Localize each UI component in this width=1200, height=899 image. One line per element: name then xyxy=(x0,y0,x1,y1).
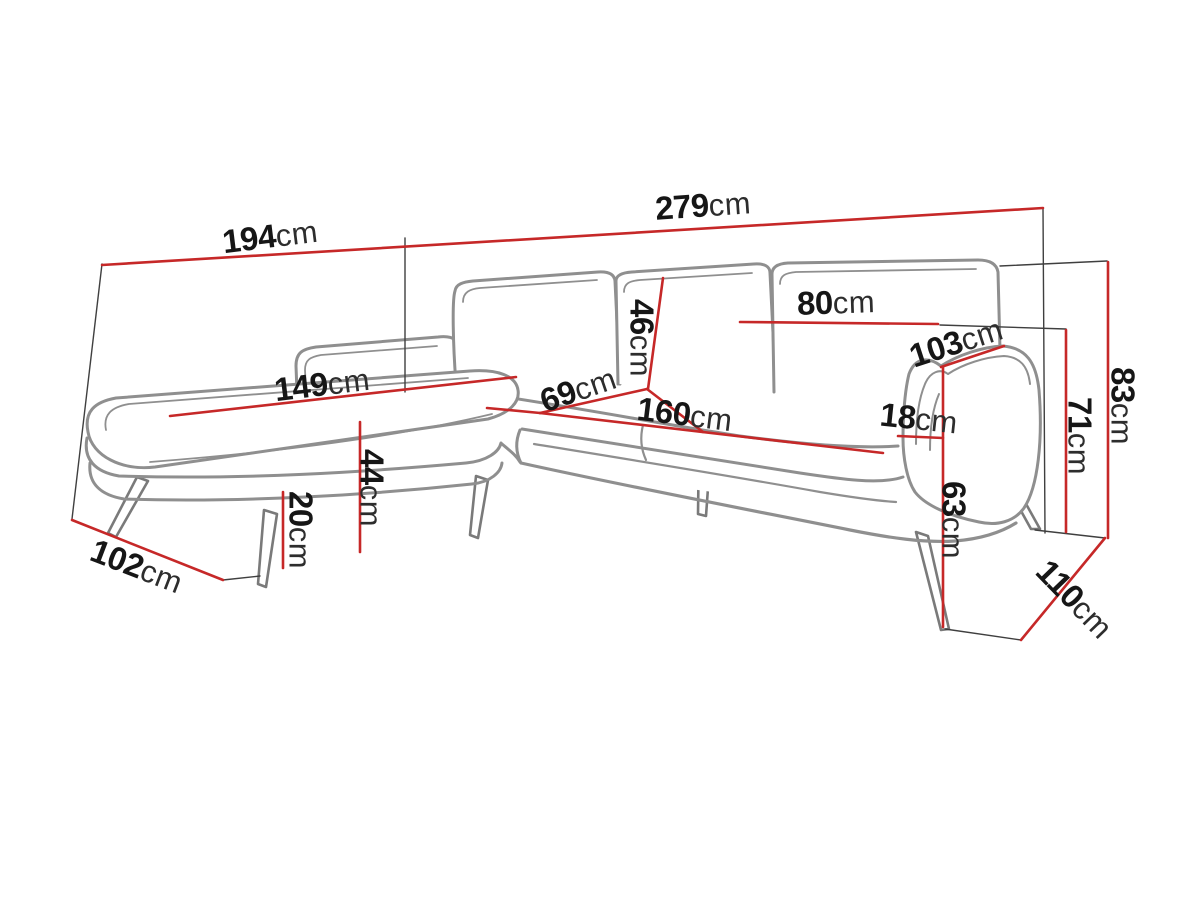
arm-height-unit: cm xyxy=(935,516,971,560)
sofa-line-art xyxy=(84,258,1042,632)
seat-width-unit: cm xyxy=(688,398,735,439)
back-cushion-width-unit: cm xyxy=(832,284,876,321)
leg-height-value: 20 xyxy=(282,490,320,527)
armrest-top-height-unit: cm xyxy=(1061,432,1097,476)
seat-width-line-a xyxy=(485,406,542,415)
seat-width-line-b xyxy=(538,411,885,455)
top-width-line xyxy=(100,206,1045,267)
back-cushion-width-line xyxy=(738,320,940,326)
dimension-lines xyxy=(70,206,1110,642)
total-width-unit: cm xyxy=(707,185,753,224)
total-height-extension xyxy=(999,260,1108,267)
seat-height-unit: cm xyxy=(353,484,389,528)
total-height-unit: cm xyxy=(1104,402,1140,446)
chaise-front-leg xyxy=(256,508,279,589)
total-height-label: 83cm xyxy=(1104,366,1142,446)
armrest-width-unit: cm xyxy=(913,401,960,441)
back-cushion-width-label: 80cm xyxy=(796,283,876,322)
total-width-value: 279 xyxy=(653,186,710,227)
backrest-height-unit: cm xyxy=(623,334,659,378)
right-arm xyxy=(901,344,1042,525)
total-height-value: 83 xyxy=(1104,366,1142,403)
corner-connector-line xyxy=(645,387,705,434)
right-wall-edge xyxy=(1042,207,1046,534)
chaise-length-value: 194 xyxy=(220,216,278,261)
chaise-seat-length-line xyxy=(168,375,518,418)
chaise-seat-length-unit: cm xyxy=(325,361,372,402)
seat-height-value: 44 xyxy=(353,448,391,485)
armrest-top-extension xyxy=(939,324,1067,330)
armrest-width-line xyxy=(896,434,945,440)
total-width-label: 279cm xyxy=(653,185,753,227)
armrest-width-label: 18cm xyxy=(878,395,960,441)
backrest-height-line xyxy=(646,276,665,391)
leg-height-label: 20cm xyxy=(282,490,320,570)
armrest-width-value: 18 xyxy=(878,395,918,437)
armrest-top-height-label: 71cm xyxy=(1061,396,1099,476)
chaise-back-leg xyxy=(106,475,150,539)
back-cushion-width-value: 80 xyxy=(796,283,834,322)
seat-width-value: 160 xyxy=(635,389,693,434)
chaise-length-unit: cm xyxy=(273,213,320,254)
seat-height-label: 44cm xyxy=(353,448,391,528)
chaise-width-line xyxy=(70,518,225,582)
leg-height-unit: cm xyxy=(282,526,318,570)
chaise-seat-length-value: 149 xyxy=(272,364,330,409)
extension-lines xyxy=(71,207,1108,641)
chaise xyxy=(84,369,522,502)
floor-front-edge xyxy=(944,628,1022,641)
corner-leg xyxy=(468,474,490,540)
arm-height-label: 63cm xyxy=(935,480,973,560)
sofa-depth-line xyxy=(1019,536,1107,642)
backrest-height-label: 46cm xyxy=(623,298,661,378)
backrest-height-value: 46 xyxy=(623,298,661,335)
left-wall-edge xyxy=(71,263,103,520)
arm-height-value: 63 xyxy=(935,480,973,517)
floor-back-edge xyxy=(1034,529,1106,539)
corner-seat-depth-line xyxy=(538,387,649,415)
side-depth-line xyxy=(939,344,1006,369)
armrest-top-height-value: 71 xyxy=(1061,396,1099,433)
chaise-width-to-leg xyxy=(222,575,261,581)
